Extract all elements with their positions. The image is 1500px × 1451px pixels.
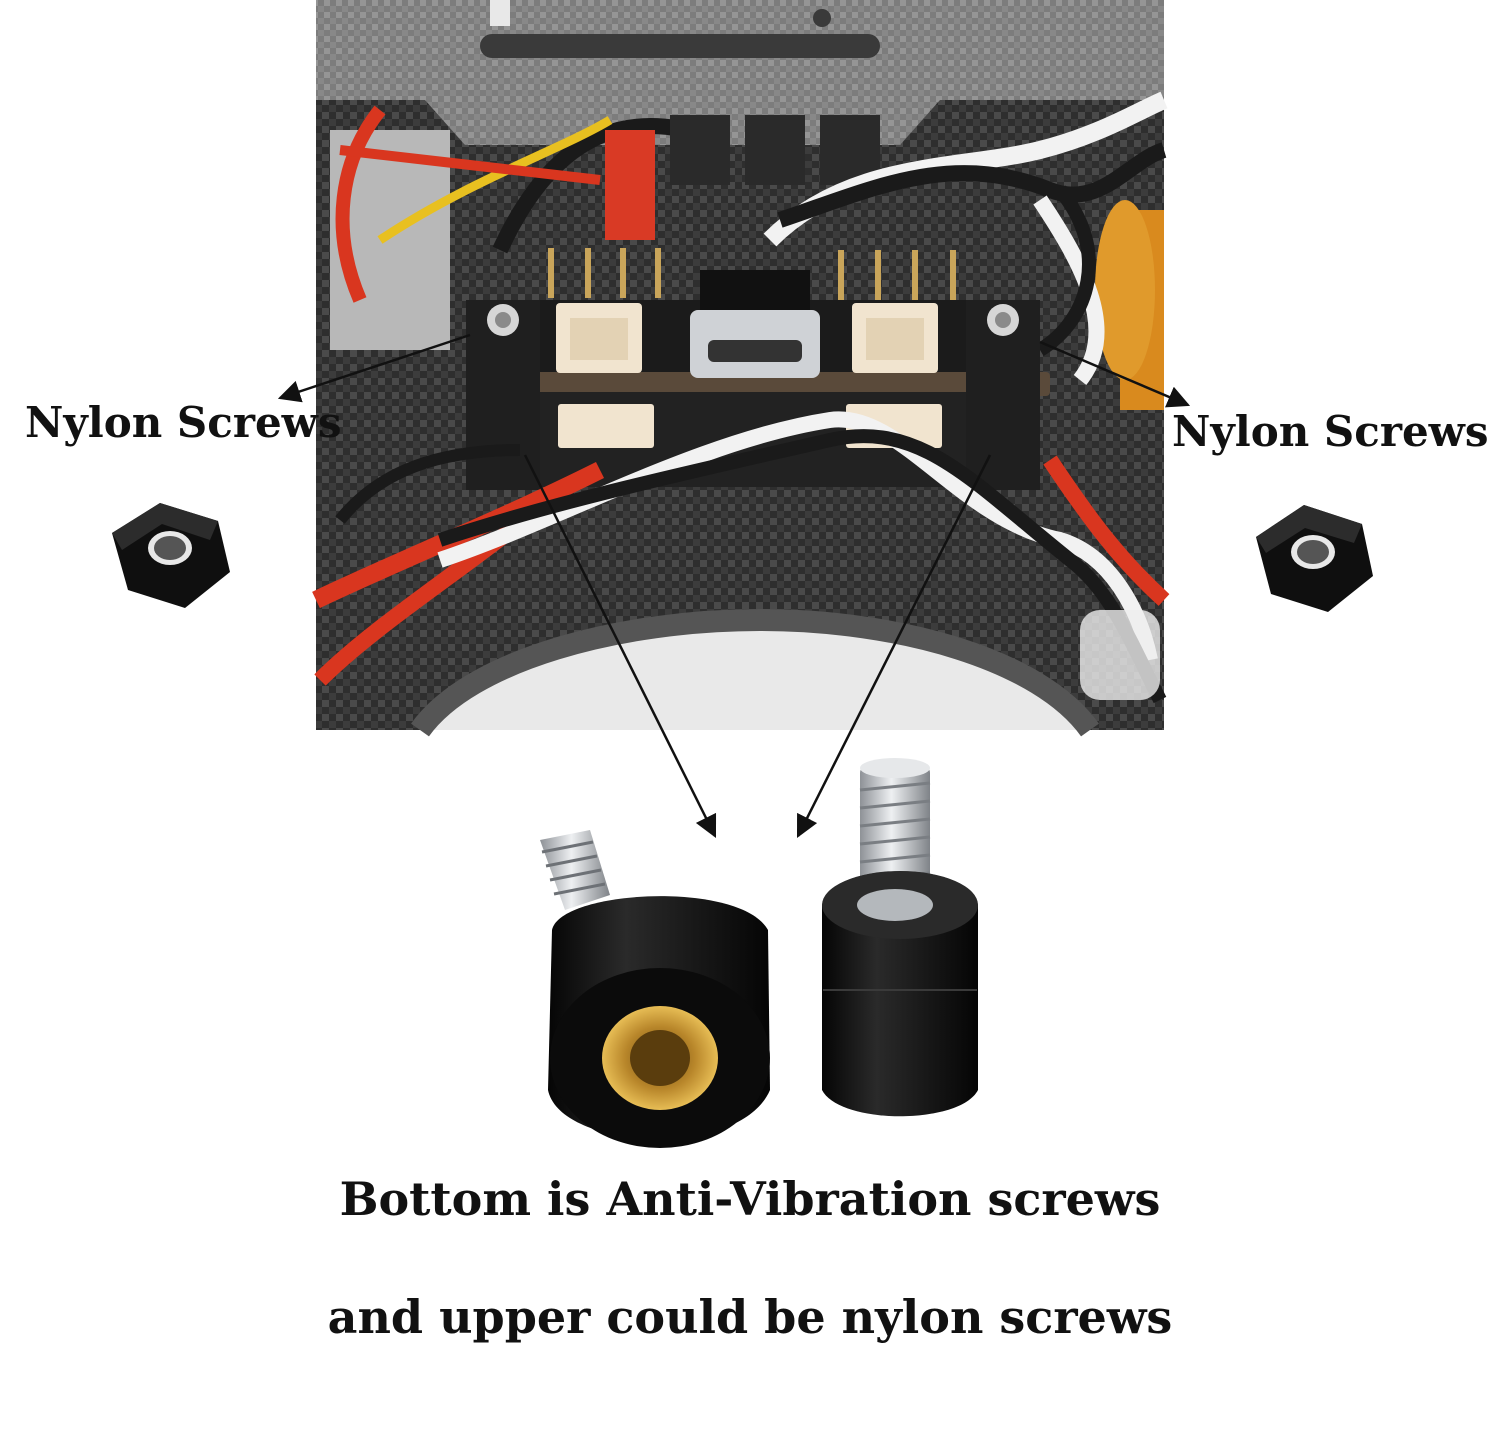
nylon-nut-right bbox=[1256, 505, 1373, 612]
caption-line-2: and upper could be nylon screws bbox=[327, 1290, 1173, 1344]
arrow-left-nylon bbox=[277, 333, 471, 403]
anti-vibration-screw-right bbox=[822, 758, 978, 1117]
caption-line-1: Bottom is Anti-Vibration screws bbox=[339, 1172, 1161, 1226]
callout-arrows bbox=[277, 333, 1191, 839]
arrow-left-anti-vibration bbox=[523, 454, 717, 839]
nylon-nut-left bbox=[112, 503, 230, 608]
frame-photo bbox=[312, 0, 1170, 737]
arrow-right-nylon bbox=[1039, 340, 1191, 408]
nylon-screws-label-left: Nylon Screws bbox=[25, 398, 342, 447]
nylon-screws-label-right: Nylon Screws bbox=[1172, 407, 1489, 456]
anti-vibration-screw-left bbox=[540, 830, 770, 1148]
arrow-right-anti-vibration bbox=[796, 454, 992, 839]
